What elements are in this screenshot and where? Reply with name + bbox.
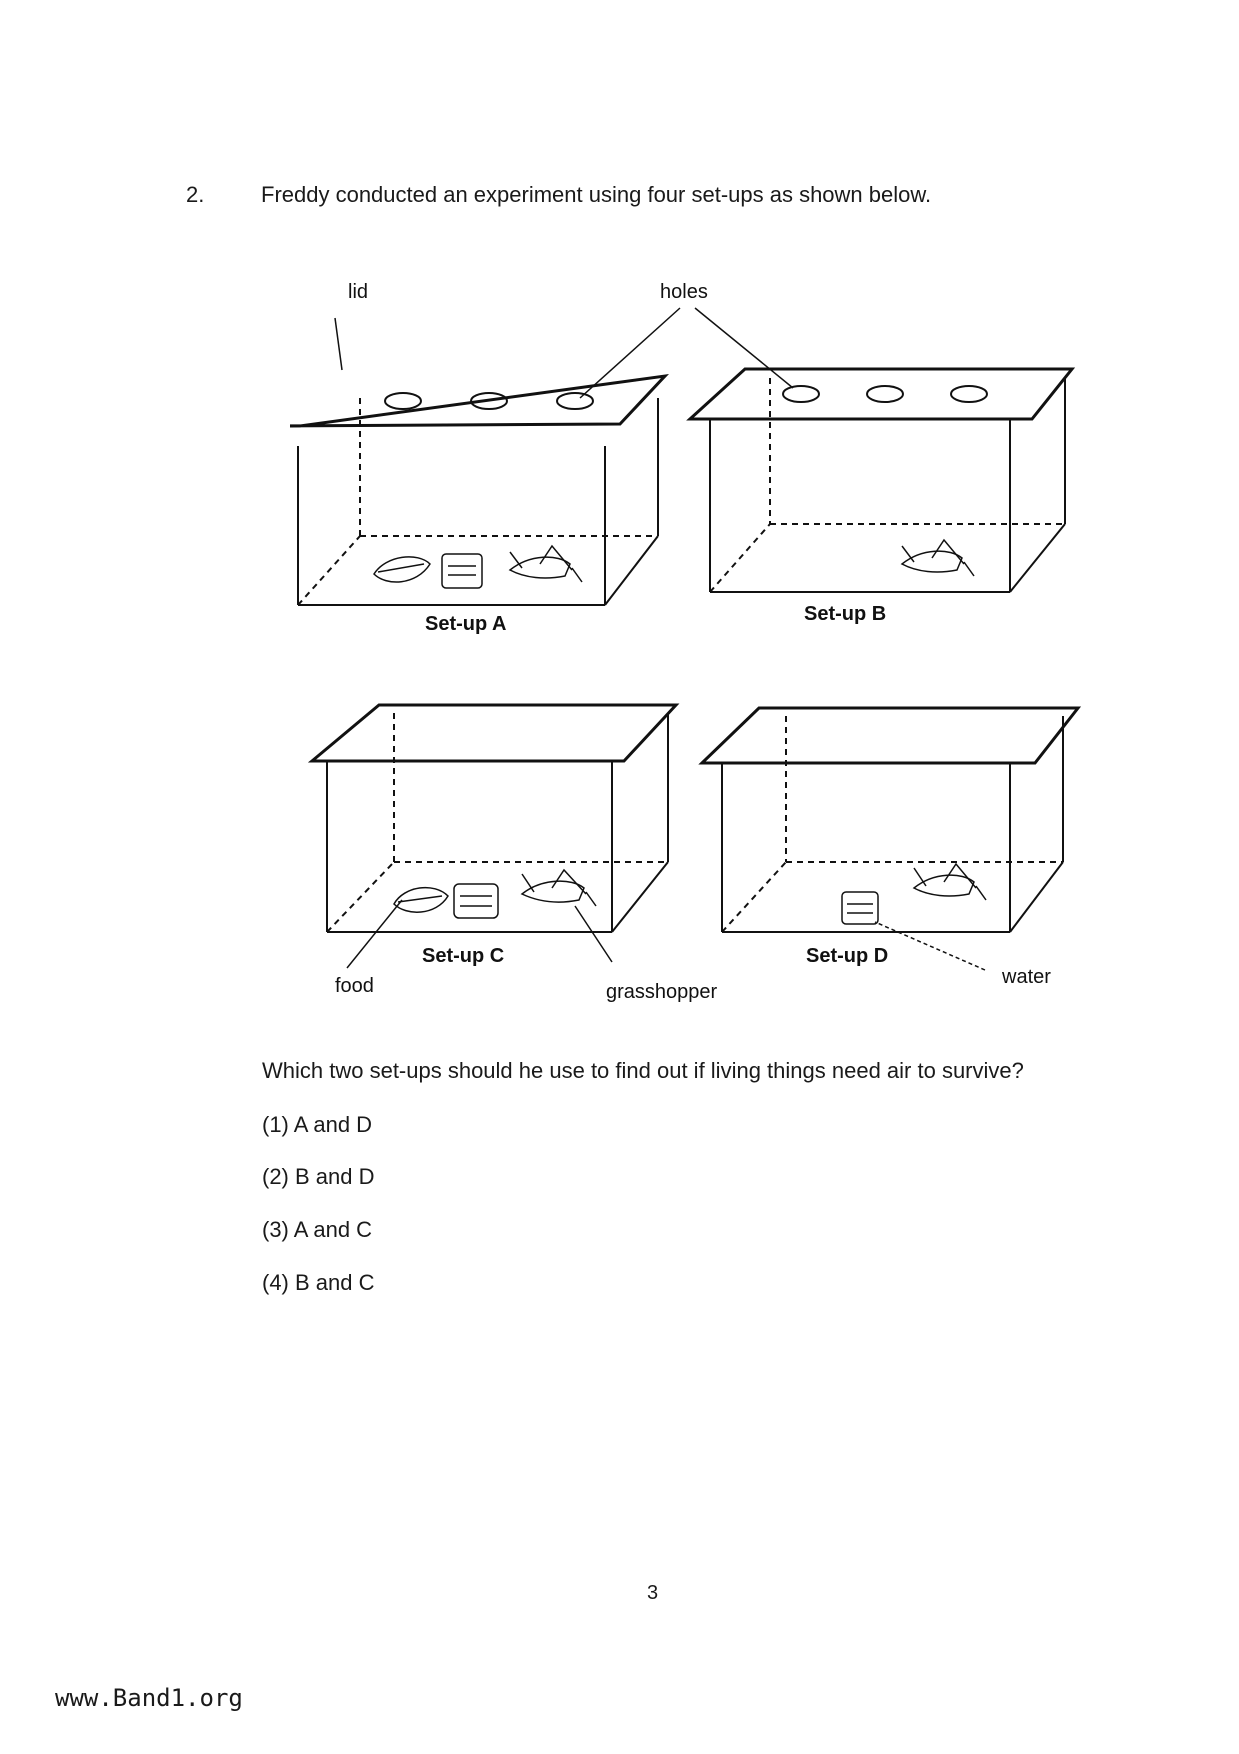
lid-leader: [334, 317, 343, 371]
grasshopper-label: grasshopper: [606, 981, 718, 1003]
experiment-figure: lid holes Set-up A Set-up B Set-up C Set…: [290, 281, 1082, 1003]
holes-label: holes: [660, 281, 708, 303]
holes-leader: [579, 307, 681, 399]
setup-b-tank: [686, 367, 1076, 593]
grasshopper-icon: [508, 544, 583, 583]
hole: [866, 385, 904, 403]
question-number: 2.: [186, 182, 205, 207]
setup-a-tank: [290, 373, 669, 606]
grasshopper-icon: [900, 538, 975, 577]
setup-a-caption: Set-up A: [425, 613, 506, 635]
footer-website: www.Band1.org: [55, 1684, 243, 1712]
hole: [384, 392, 422, 410]
hole: [782, 385, 820, 403]
water-container-icon: [441, 553, 483, 589]
question-prompt: Which two set-ups should he use to find …: [262, 1058, 1024, 1083]
food-icon: [373, 556, 431, 583]
setup-b-caption: Set-up B: [804, 603, 886, 625]
water-container-icon: [841, 891, 879, 925]
option-4[interactable]: (4) B and C: [262, 1270, 375, 1295]
holes-leader: [694, 307, 794, 389]
water-container-icon: [453, 883, 499, 919]
grasshopper-icon: [520, 868, 597, 907]
question-text: Freddy conducted an experiment using fou…: [261, 182, 932, 207]
setup-d-tank: [698, 706, 1082, 933]
setup-d-caption: Set-up D: [806, 945, 888, 967]
hole: [470, 392, 508, 410]
water-label: water: [1001, 966, 1051, 988]
setup-c-tank: [307, 703, 680, 933]
hole: [950, 385, 988, 403]
grasshopper-icon: [912, 862, 987, 901]
setup-c-caption: Set-up C: [422, 945, 504, 967]
food-icon: [393, 886, 449, 913]
water-leader: [874, 921, 986, 971]
food-label: food: [335, 975, 374, 997]
food-leader: [346, 899, 403, 969]
lid-label: lid: [348, 281, 368, 303]
option-2[interactable]: (2) B and D: [262, 1164, 375, 1189]
option-1[interactable]: (1) A and D: [262, 1112, 373, 1137]
hole: [556, 392, 594, 410]
option-3[interactable]: (3) A and C: [262, 1217, 373, 1242]
page-number: 3: [647, 1582, 659, 1604]
grasshopper-leader: [574, 905, 613, 963]
